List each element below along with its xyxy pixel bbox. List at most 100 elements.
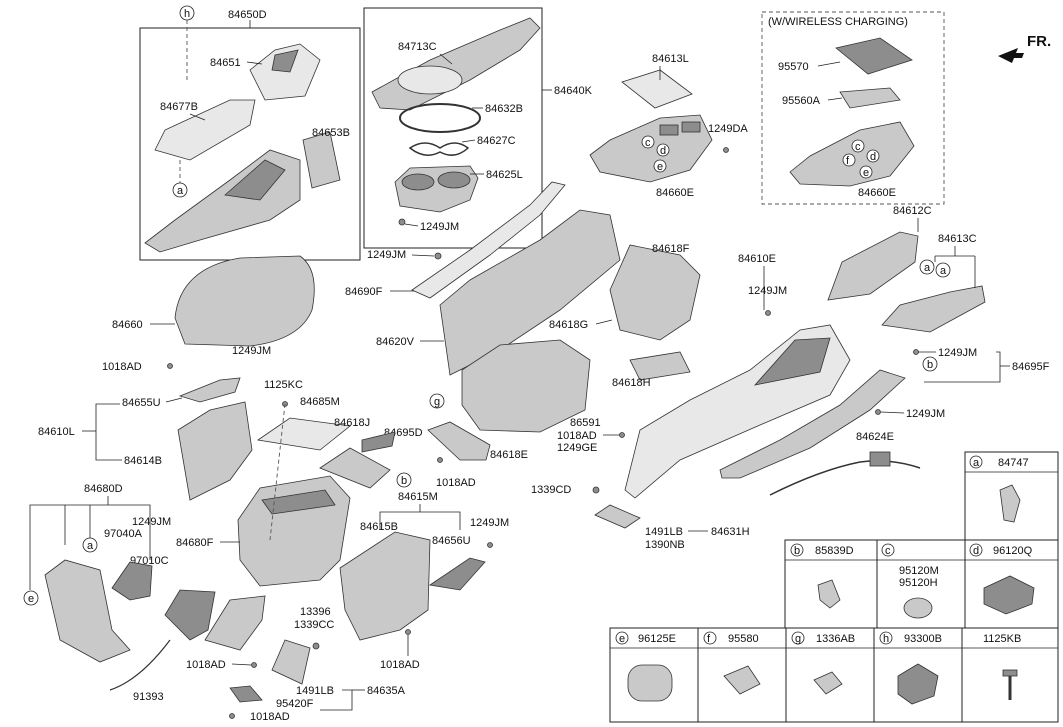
label-1249JM-a: 1249JM (367, 249, 406, 261)
label-1491LB-b: 1491LB (296, 685, 334, 697)
switch-93300B-icon (897, 663, 939, 705)
label-84610L: 84610L (38, 426, 75, 438)
label-1018AD-d: 1018AD (186, 659, 226, 671)
side-cover-84615B (339, 531, 431, 641)
svg-text:h: h (184, 8, 190, 20)
label-84620V: 84620V (376, 336, 415, 348)
legend-part-95120H: 95120H (899, 577, 938, 589)
svg-text:b: b (401, 475, 407, 487)
front-arrow-icon (998, 48, 1024, 63)
label-91393: 91393 (133, 691, 164, 703)
legend-part-96125E: 96125E (638, 633, 676, 645)
svg-text:d: d (973, 545, 979, 557)
wire-91393 (109, 639, 171, 691)
legend-part-96120Q: 96120Q (993, 545, 1033, 557)
svg-text:a: a (940, 265, 947, 277)
label-84660E-a: 84660E (656, 187, 694, 199)
label-84618H: 84618H (612, 377, 651, 389)
side-strip-84695F (719, 369, 906, 479)
label-1249JM-e: 1249JM (232, 345, 271, 357)
usb-96120Q-icon (983, 575, 1035, 615)
switch-95580-icon (723, 665, 761, 695)
label-84632B: 84632B (485, 103, 523, 115)
clip-85839D-icon (817, 579, 841, 609)
storage-box-group: 1125KC 84685M 84618J 84695D b 84680F 846… (176, 379, 509, 671)
label-84653B: 84653B (312, 127, 350, 139)
cupholder-insert-part (394, 165, 479, 213)
legend-part-95580: 95580 (728, 633, 759, 645)
legend-part-95120M: 95120M (899, 565, 939, 577)
label-84613C: 84613C (938, 233, 977, 245)
svg-text:d: d (660, 145, 666, 157)
label-84624E: 84624E (856, 431, 894, 443)
cupholder-gasket-part (399, 103, 481, 133)
svg-text:a: a (924, 262, 931, 274)
cupholder-group-box (363, 7, 543, 249)
svg-text:c: c (885, 545, 891, 557)
label-84618J: 84618J (334, 417, 370, 429)
legend-cell-1125KB (961, 627, 1059, 723)
bracket-84635A-group: 13396 1339CC 1491LB 95420F 84635A 1018AD (229, 606, 406, 723)
label-1018AD-c: 1018AD (557, 430, 597, 442)
shifter-base-part (144, 149, 301, 253)
label-84613L: 84613L (652, 53, 689, 65)
pad-84613L (621, 69, 693, 109)
wireless-charger-part (839, 87, 901, 109)
label-84660: 84660 (112, 319, 143, 331)
duct-part-b (204, 595, 266, 651)
svg-text:c: c (855, 141, 861, 153)
clip-1336AB-icon (813, 671, 843, 695)
vent-97010C (111, 561, 153, 601)
strip-84695D (361, 431, 396, 453)
label-1390NB: 1390NB (645, 539, 685, 551)
center-console-structure: 1249JM 84690F 84620V 84618F 84618G 84618… (345, 181, 1050, 551)
bracket-84618J (319, 447, 391, 489)
storage-box-84680F (237, 475, 351, 587)
switch-bezel-part-a (589, 114, 713, 183)
label-84685M: 84685M (300, 396, 340, 408)
bracket-84618H (629, 351, 691, 381)
label-84655U: 84655U (122, 397, 161, 409)
wireless-box-title: (W/WIRELESS CHARGING) (768, 16, 908, 28)
parts-legend-table: a 84747 b 85839D c 95120M 95120H d 96120… (609, 451, 1059, 723)
label-84618G: 84618G (549, 319, 588, 331)
cupholder-assembly-group: 84640K 84713C 84632B 84627C 84625L 1249J… (363, 7, 593, 249)
svg-text:g: g (434, 396, 440, 408)
label-84631H: 84631H (711, 526, 750, 538)
svg-text:b: b (794, 545, 800, 557)
wireless-pad-part (835, 37, 913, 75)
label-84627C: 84627C (477, 135, 516, 147)
svg-text:e: e (657, 161, 663, 173)
legend-part-84747: 84747 (998, 457, 1029, 469)
side-trim-84690F (411, 181, 566, 299)
label-84690F: 84690F (345, 286, 383, 298)
clip-84747-icon (999, 484, 1021, 523)
socket-95120-icon (903, 597, 933, 619)
label-1249JM-f: 1249JM (132, 516, 171, 528)
label-86591: 86591 (570, 417, 601, 429)
switch-panel-group: 84613L c d e 1249DA 84660E (589, 53, 748, 199)
cupholder-ring-part (408, 142, 470, 156)
svg-text:b: b (927, 359, 933, 371)
trim-84612C (827, 231, 919, 301)
label-84660E-b: 84660E (858, 187, 896, 199)
cupholder-cover-part (371, 17, 541, 111)
label-1249JM-cup: 1249JM (420, 221, 459, 233)
label-84695F: 84695F (1012, 361, 1050, 373)
rear-panel-84680D (44, 559, 131, 663)
side-panel-84614B (177, 401, 253, 501)
label-84614B: 84614B (124, 455, 162, 467)
svg-text:a: a (87, 540, 94, 552)
armrest-84660 (174, 255, 315, 347)
shifter-assembly-group: 84650D h 84651 84677B a 84653B (139, 5, 361, 261)
label-1018AD-e: 1018AD (380, 659, 420, 671)
label-84615B: 84615B (360, 521, 398, 533)
label-84625L: 84625L (486, 169, 523, 181)
label-84635A: 84635A (367, 685, 406, 697)
svg-text:h: h (883, 633, 889, 645)
label-84612C: 84612C (893, 205, 932, 217)
label-84650D: 84650D (228, 9, 267, 21)
bracket-84618F (609, 244, 701, 341)
armrest-group: 84660 1018AD 1249JM 84655U 84610L 84614B (38, 255, 315, 501)
label-95560A: 95560A (782, 95, 821, 107)
